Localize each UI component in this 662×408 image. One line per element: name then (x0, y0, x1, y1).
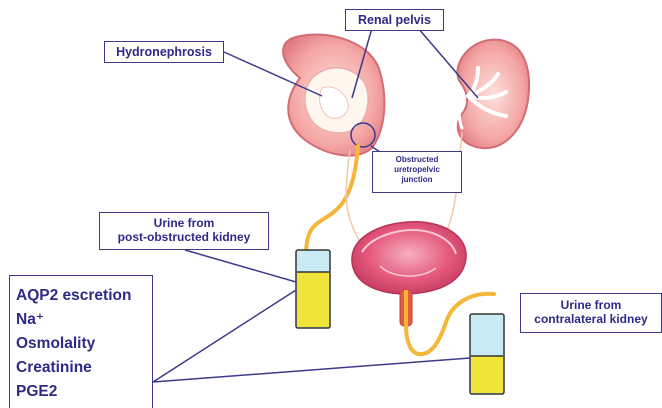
obstructed-junction-label: Obstructed uretropelvic junction (372, 151, 462, 193)
measurements-list: AQP2 escretion Na⁺ Osmolality Creatinine… (9, 275, 153, 408)
measurement-item: AQP2 escretion (16, 284, 146, 308)
hydronephrotic-kidney (283, 35, 384, 156)
obstructed-line-3: junction (376, 175, 458, 185)
urine-contra-line-2: contralateral kidney (523, 313, 659, 327)
post-obstructed-urine-tube (296, 250, 330, 328)
bladder (352, 222, 466, 294)
measurement-item: Osmolality (16, 332, 146, 356)
post-obstructed-ureter (306, 146, 358, 258)
renal-pelvis-label: Renal pelvis (345, 9, 444, 31)
urine-post-line-1: Urine from (104, 217, 264, 231)
urine-post-line-2: post-obstructed kidney (104, 231, 264, 245)
measurement-item: Na⁺ (16, 308, 146, 332)
contralateral-urine-tube (470, 314, 504, 394)
urine-post-obstructed-label: Urine from post-obstructed kidney (99, 212, 269, 250)
obstructed-line-2: uretropelvic (376, 165, 458, 175)
hydronephrosis-label: Hydronephrosis (104, 41, 224, 63)
urine-contra-line-1: Urine from (523, 299, 659, 313)
contralateral-kidney (457, 40, 529, 148)
urine-contralateral-label: Urine from contralateral kidney (520, 293, 662, 333)
measurement-item: Creatinine (16, 356, 146, 380)
renal-pelvis-text: Renal pelvis (358, 13, 431, 27)
obstructed-line-1: Obstructed (376, 155, 458, 165)
hydronephrosis-text: Hydronephrosis (116, 45, 212, 59)
measurement-item: PGE2 (16, 380, 146, 404)
